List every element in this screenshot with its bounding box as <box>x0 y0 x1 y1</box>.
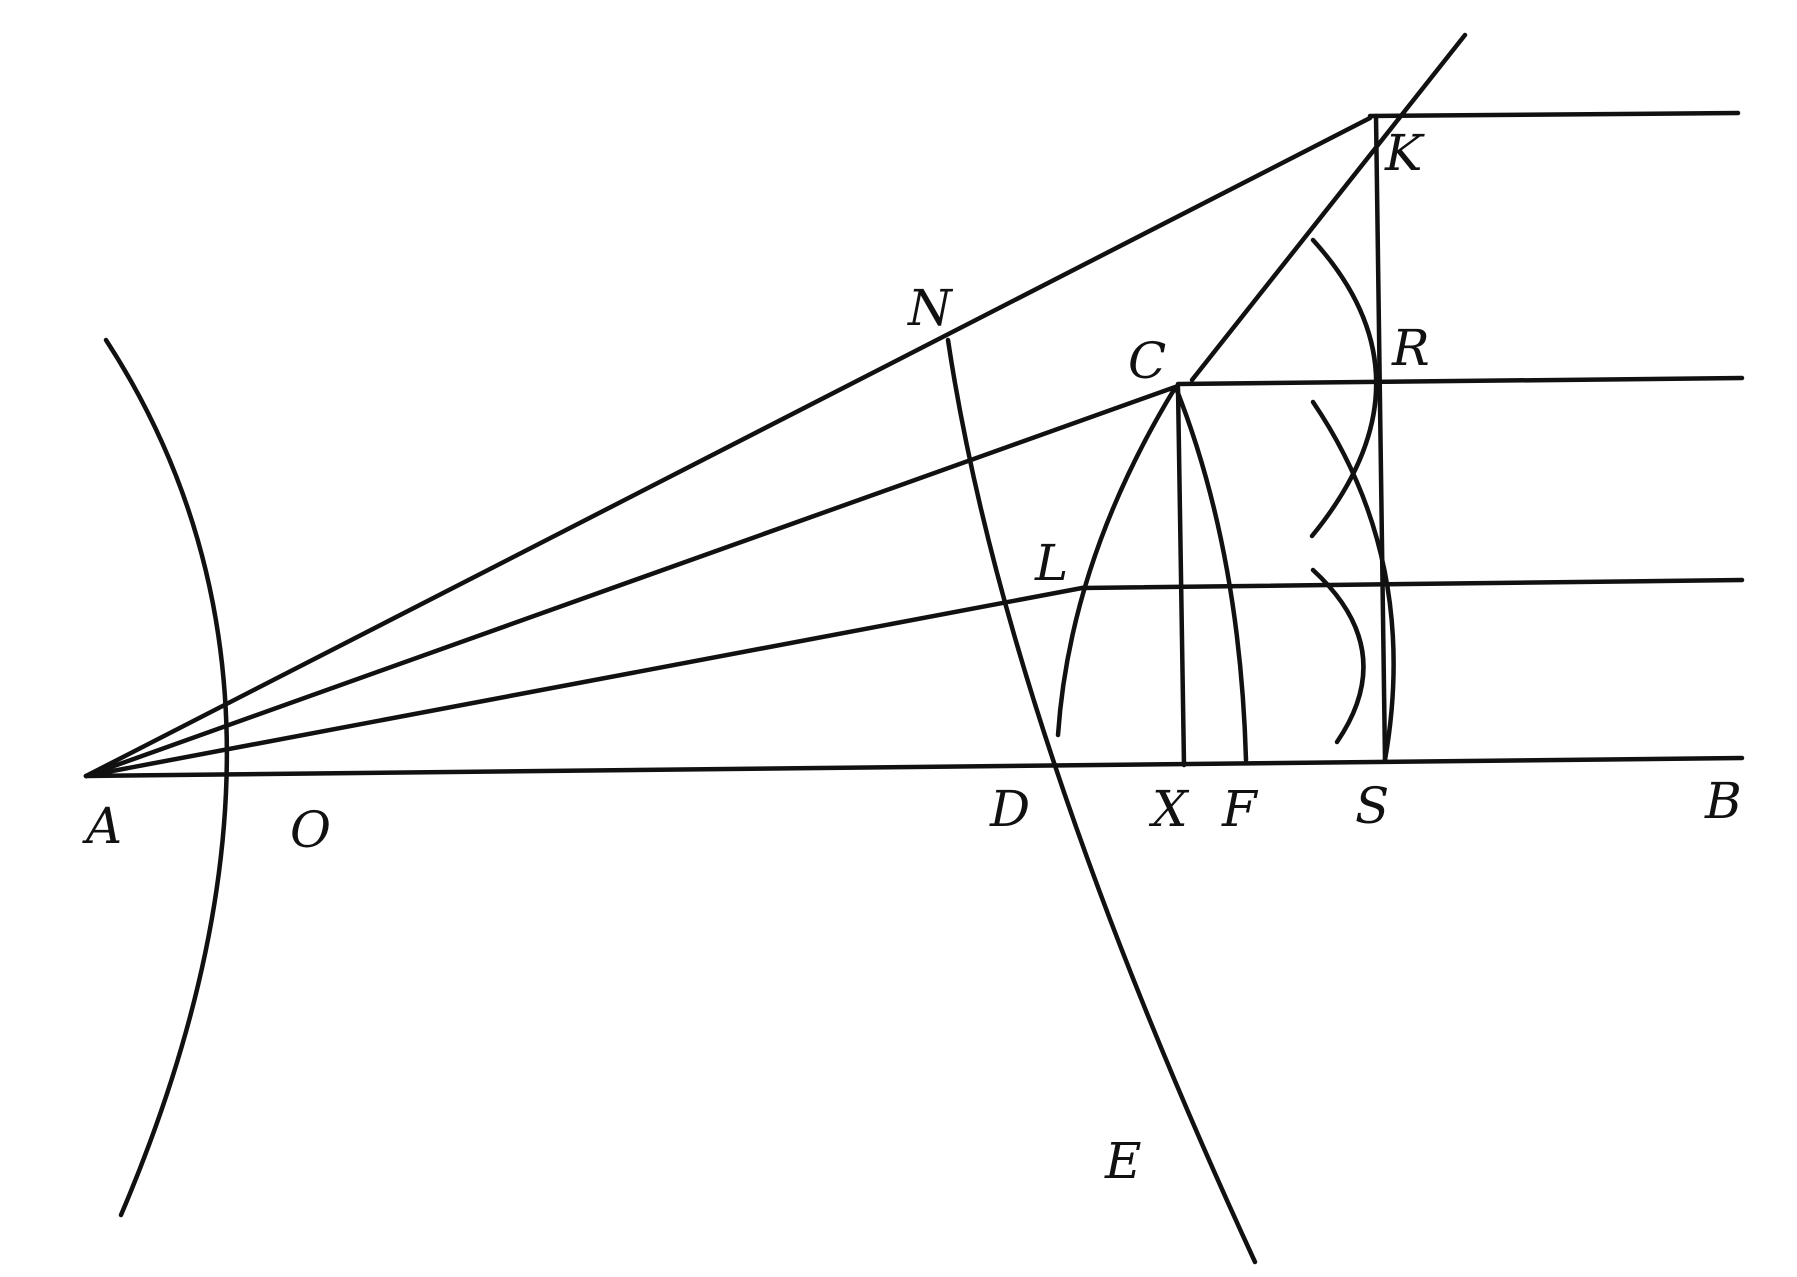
label-R: R <box>1391 319 1430 377</box>
point-labels: A O D X F S B N C L K R E <box>82 124 1742 1190</box>
vertical-KS <box>1373 113 1388 763</box>
label-C: C <box>1128 332 1166 390</box>
arc-NDE <box>945 337 1258 1265</box>
arc-right-upper <box>1309 237 1379 539</box>
label-F: F <box>1221 780 1259 838</box>
label-O: O <box>290 801 331 859</box>
line-AC <box>83 383 1181 779</box>
horizontal-from-L <box>1079 577 1745 591</box>
label-A: A <box>82 797 122 855</box>
horizontal-from-C <box>1175 375 1745 387</box>
label-E: E <box>1104 1132 1142 1190</box>
label-X: X <box>1148 780 1190 838</box>
label-D: D <box>989 780 1030 838</box>
construction-lines <box>83 32 1745 779</box>
horizontal-from-K <box>1367 110 1741 119</box>
label-N: N <box>907 279 954 337</box>
arc-CF <box>1173 385 1249 763</box>
vertical-CX <box>1175 385 1187 768</box>
construction-arcs <box>103 237 1396 1265</box>
label-B: B <box>1704 772 1742 830</box>
label-L: L <box>1034 534 1068 592</box>
label-S: S <box>1355 777 1389 835</box>
label-K: K <box>1384 124 1425 182</box>
line-AK <box>83 115 1373 779</box>
baseline-AB <box>83 755 1745 779</box>
arc-through-O <box>103 337 230 1218</box>
arc-LC <box>1055 385 1178 738</box>
arc-right-middle <box>1310 399 1396 763</box>
line-through-K-extension <box>1189 32 1468 383</box>
arc-right-lower <box>1310 567 1366 745</box>
line-AL <box>83 585 1085 779</box>
